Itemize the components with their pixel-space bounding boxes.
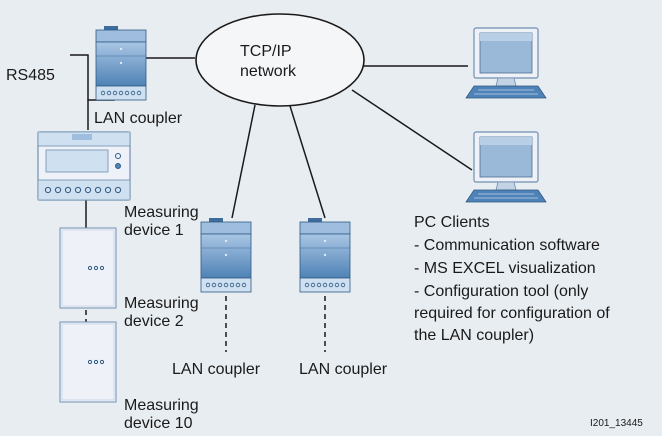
network-ellipse <box>195 13 365 107</box>
lan-coupler-right-label: LAN coupler <box>299 361 388 378</box>
pc-clients-item: the LAN coupler) <box>414 327 535 344</box>
measuring-device-10-label-line1: Measuring <box>124 397 199 414</box>
network-label-line2: network <box>240 63 297 80</box>
dashed-lines <box>85 292 326 352</box>
pc-clients-item: required for configuration of <box>414 305 610 322</box>
lan-coupler-top-label: LAN coupler <box>94 110 183 127</box>
lan-coupler-icon <box>95 25 147 101</box>
pc-icon <box>465 131 547 203</box>
lan-coupler-icon <box>299 217 351 293</box>
measuring-device-2-label-line2: device 2 <box>124 313 184 330</box>
line-network-coupler-mid <box>231 104 256 219</box>
network-label-line1: TCP/IP <box>240 43 292 60</box>
pc-icon <box>465 27 547 99</box>
measuring-device-10-label-line2: device 10 <box>124 415 193 432</box>
pc-clients-title: PC Clients <box>414 214 490 231</box>
measuring-device-icon <box>59 227 117 309</box>
lan-coupler-mid-label: LAN coupler <box>172 361 261 378</box>
line-network-pc2 <box>351 89 473 171</box>
figure-id: I201_13445 <box>590 418 643 429</box>
measuring-device-2-label-line1: Measuring <box>124 295 199 312</box>
pc-clients-item: - MS EXCEL visualization <box>414 260 596 277</box>
pc-clients-item: - Communication software <box>414 237 600 254</box>
rs485-label: RS485 <box>6 67 55 84</box>
measuring-device-icon <box>59 321 117 403</box>
pc-clients-item: - Configuration tool (only <box>414 283 589 300</box>
lan-coupler-icon <box>200 217 252 293</box>
measuring-device-1-label-line1: Measuring <box>124 204 199 221</box>
measuring-device-icon <box>37 131 131 201</box>
line-network-coupler-right <box>289 105 326 219</box>
measuring-device-1-label-line2: device 1 <box>124 222 184 239</box>
